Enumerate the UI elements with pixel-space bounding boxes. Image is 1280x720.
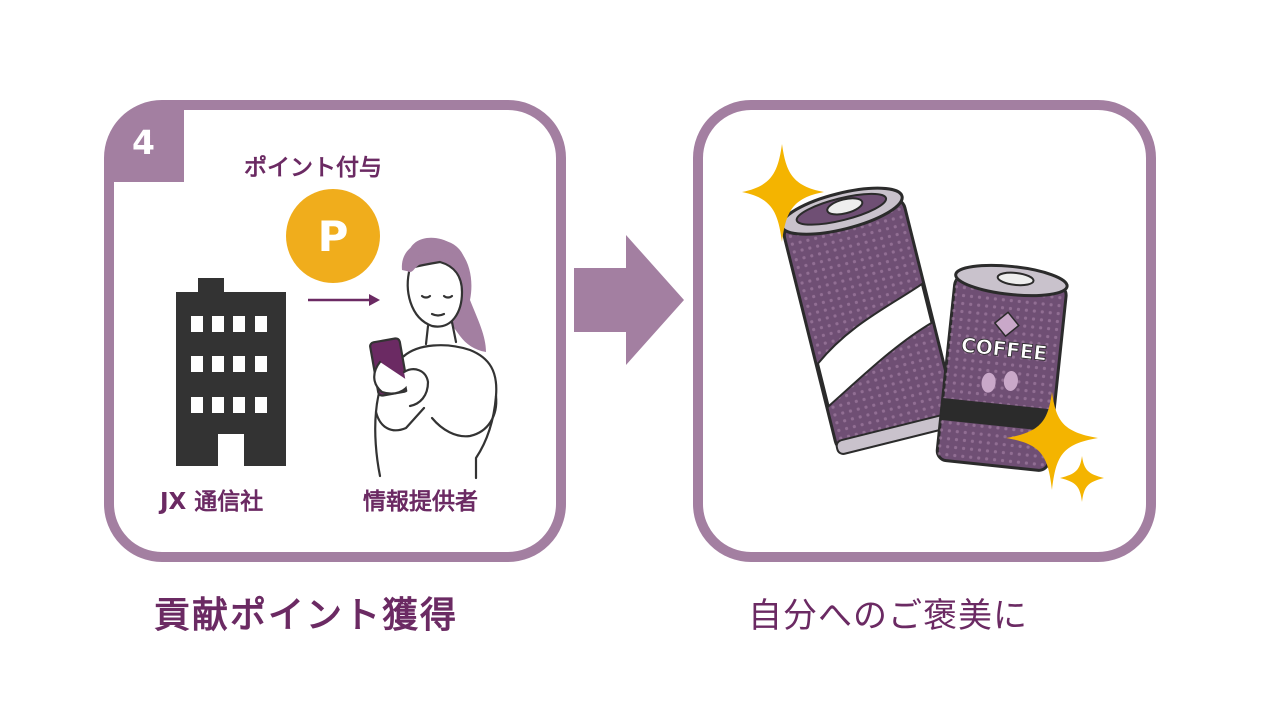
coin-letter: P	[318, 212, 349, 261]
point-grant-label: ポイント付与	[244, 155, 382, 181]
sparkle-icon	[742, 144, 1104, 502]
person-with-phone-icon	[369, 237, 498, 480]
step-number: 4	[132, 123, 155, 162]
coffee-can-icon: COFFEE	[935, 263, 1069, 472]
point-coin-icon: P	[286, 189, 380, 283]
transfer-arrow-icon	[308, 294, 380, 306]
right-caption: 自分へのご褒美に	[748, 596, 1028, 636]
drink-can-icon	[780, 186, 959, 455]
informant-label: 情報提供者	[363, 489, 478, 515]
office-building-icon	[176, 278, 286, 466]
left-caption: 貢献ポイント獲得	[154, 595, 459, 636]
company-label: JX 通信社	[160, 489, 264, 515]
